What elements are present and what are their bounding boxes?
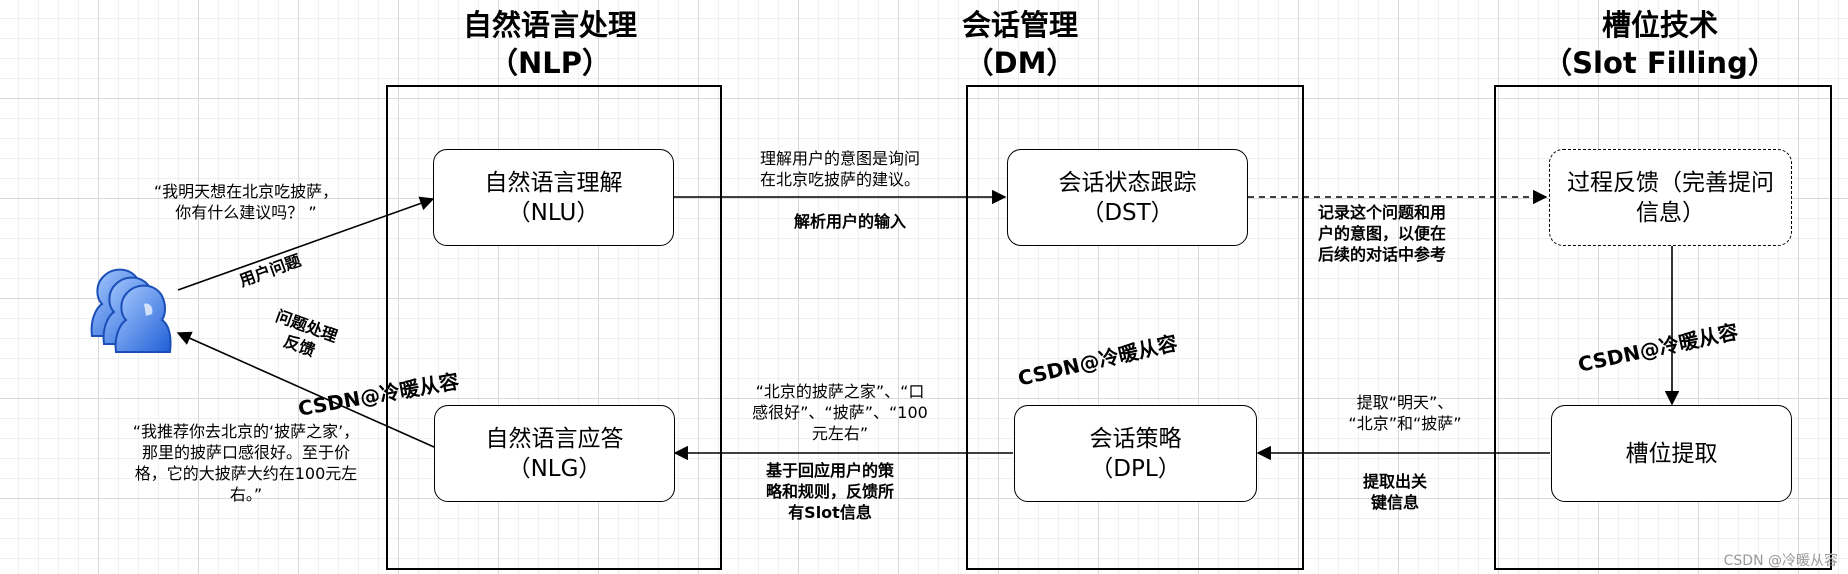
slot-title-line2: （Slot Filling） (1543, 46, 1777, 80)
dpl-nlg-top-line2: 感很好”、“披萨”、“100 (752, 403, 928, 422)
user-question-line1: “我明天想在北京吃披萨， (153, 182, 339, 201)
dm-panel (966, 85, 1304, 570)
dst-feedback-label: 记录这个问题和用 户的意图，以便在 后续的对话中参考 (1318, 202, 1446, 265)
slot-dpl-bottom-line1: 提取出关 (1362, 472, 1427, 491)
dpl-nlg-top-label: “北京的披萨之家”、“口 感很好”、“披萨”、“100 元左右” (740, 381, 940, 444)
nlu-dst-top-line1: 理解用户的意图是询问 (759, 149, 920, 168)
dpl-line1: 会话策略 (1089, 425, 1182, 452)
dpl-nlg-top-line1: “北京的披萨之家”、“口 (755, 382, 925, 401)
dst-feedback-line3: 后续的对话中参考 (1318, 245, 1447, 264)
nlu-dst-top-line2: 在北京吃披萨的建议。 (759, 170, 920, 189)
user-answer-line4: 右。” (229, 485, 263, 504)
nlp-column-title: 自然语言处理 （NLP） (390, 6, 710, 82)
dpl-node: 会话策略 （DPL） (1014, 405, 1257, 502)
nlg-line1: 自然语言应答 (485, 425, 624, 452)
dpl-nlg-bottom-line3: 有Slot信息 (788, 503, 872, 522)
dst-line2: （DST） (1081, 199, 1174, 226)
dpl-nlg-top-line3: 元左右” (811, 424, 869, 443)
nlg-to-user-arrow (176, 331, 435, 448)
nlu-dst-bottom-label: 解析用户的输入 (793, 212, 906, 231)
nlg-line2: （NLG） (507, 455, 602, 482)
nlu-node: 自然语言理解 （NLU） (433, 149, 674, 246)
slot-dpl-top-line1: 提取“明天”、 (1356, 393, 1454, 412)
dst-node: 会话状态跟踪 （DST） (1007, 149, 1248, 246)
slot-dpl-bottom-line2: 键信息 (1370, 493, 1419, 512)
dm-title-line1: 会话管理 (961, 8, 1078, 42)
nlu-line1: 自然语言理解 (484, 169, 623, 196)
slot-dpl-bottom-label: 提取出关 键信息 (1350, 471, 1440, 513)
dst-line1: 会话状态跟踪 (1058, 169, 1197, 196)
dpl-nlg-bottom-line2: 略和规则，反馈所 (765, 482, 894, 501)
users-icon (82, 258, 182, 358)
process-feedback-node: 过程反馈（完善提问 信息） (1549, 149, 1792, 246)
slot-extract-node: 槽位提取 (1551, 405, 1792, 502)
nlp-title-line2: （NLP） (488, 46, 611, 80)
feedback-node-line1: 过程反馈（完善提问 (1567, 169, 1774, 196)
slot-dpl-top-line2: “北京”和“披萨” (1348, 414, 1462, 433)
dpl-nlg-bottom-label: 基于回应用户的策 略和规则，反馈所 有Slot信息 (740, 460, 920, 523)
slot-panel (1494, 85, 1832, 570)
slot-dpl-top-label: 提取“明天”、 “北京”和“披萨” (1320, 392, 1490, 434)
feedback-node-line2: 信息） (1636, 199, 1705, 226)
nlg-node: 自然语言应答 （NLG） (434, 405, 675, 502)
user-question-line2: 你有什么建议吗？ ” (175, 203, 317, 222)
nlp-title-line1: 自然语言处理 (462, 8, 637, 42)
watermark-corner: CSDN @冷暖从容 (1723, 553, 1838, 569)
dst-feedback-line1: 记录这个问题和用 (1318, 203, 1447, 222)
dst-feedback-line2: 户的意图，以便在 (1318, 224, 1447, 243)
dm-column-title: 会话管理 （DM） (860, 6, 1180, 82)
slot-column-title: 槽位技术 （Slot Filling） (1500, 6, 1820, 82)
dpl-nlg-bottom-line1: 基于回应用户的策 (765, 461, 894, 480)
user-answer-line2: 那里的披萨口感很好。至于价 (141, 443, 350, 462)
nlu-dst-top-label: 理解用户的意图是询问 在北京吃披萨的建议。 (740, 148, 940, 190)
dm-title-line2: （DM） (964, 46, 1076, 80)
slot-title-line1: 槽位技术 (1601, 8, 1718, 42)
nlp-panel (386, 85, 722, 570)
user-answer-quote: “我推荐你去北京的‘披萨之家’， 那里的披萨口感很好。至于价 格，它的大披萨大约… (106, 421, 386, 505)
nlu-line2: （NLU） (507, 199, 600, 226)
user-answer-line1: “我推荐你去北京的‘披萨之家’， (132, 422, 360, 441)
dpl-line2: （DPL） (1090, 455, 1181, 482)
slot-extract-label: 槽位提取 (1625, 440, 1718, 467)
user-question-quote: “我明天想在北京吃披萨， 你有什么建议吗？ ” (126, 181, 366, 223)
user-to-nlu-arrow (177, 196, 435, 291)
user-answer-line3: 格，它的大披萨大约在100元左 (134, 464, 358, 483)
